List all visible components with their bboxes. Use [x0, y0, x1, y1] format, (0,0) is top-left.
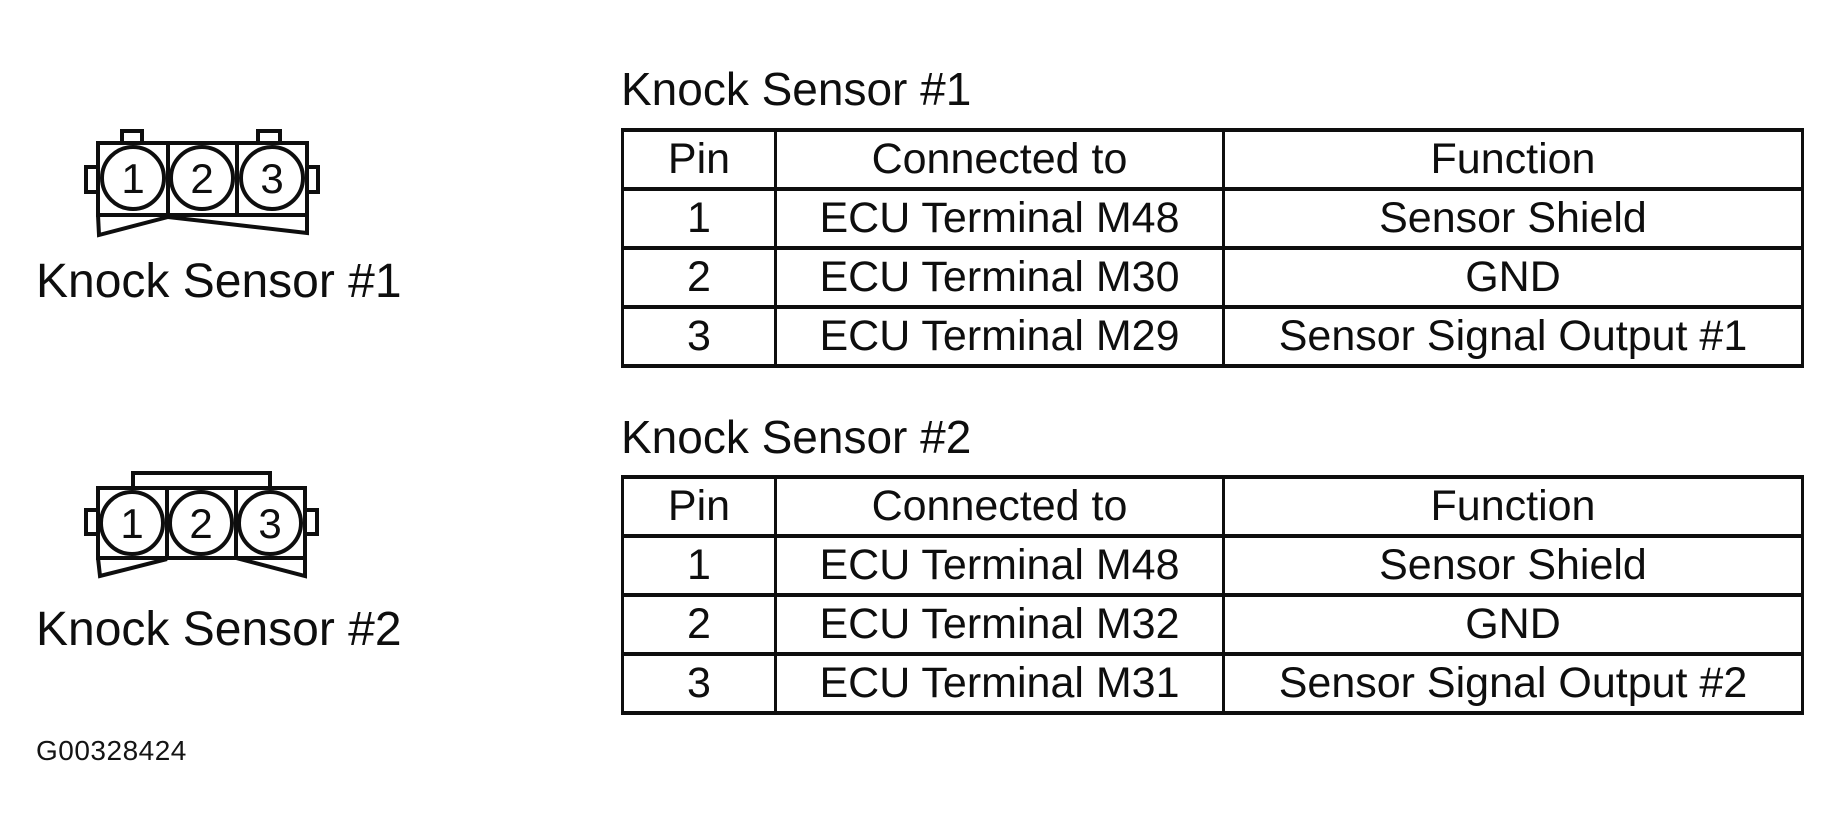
pin-cell: 3: [621, 305, 777, 368]
function-cell: GND: [1222, 246, 1804, 309]
col-header-function: Function: [1222, 475, 1804, 538]
col-header-function: Function: [1222, 128, 1804, 191]
pin-cavity-3: [237, 490, 303, 556]
col-header-pin: Pin: [621, 128, 777, 191]
pin-number: 1: [120, 500, 143, 547]
connected-to-cell: ECU Terminal M48: [774, 187, 1225, 250]
connected-to-cell: ECU Terminal M48: [774, 534, 1225, 597]
table-row: 2 ECU Terminal M30 GND: [621, 246, 1804, 309]
table-2-title: Knock Sensor #2: [621, 411, 972, 463]
pin-cell: 2: [621, 593, 777, 656]
pin-cavity-1: [99, 490, 165, 556]
header-row: Pin Connected to Function: [621, 475, 1804, 538]
connected-to-cell: ECU Terminal M32: [774, 593, 1225, 656]
connector-top-tab-icon: [131, 471, 272, 490]
pin-number: 1: [121, 155, 144, 202]
pin-number: 2: [189, 500, 212, 547]
pin-table-2: Pin Connected to Function 1 ECU Terminal…: [621, 475, 1804, 715]
connector-1-label: Knock Sensor #1: [36, 255, 402, 308]
connector-wing-right-icon: [235, 556, 307, 579]
col-header-connected-to: Connected to: [774, 475, 1225, 538]
function-cell: Sensor Signal Output #2: [1222, 652, 1804, 715]
connector-wing-left-icon: [96, 214, 169, 238]
figure-code: G00328424: [36, 735, 187, 766]
function-cell: Sensor Signal Output #1: [1222, 305, 1804, 368]
col-header-pin: Pin: [621, 475, 777, 538]
table-row: 1 ECU Terminal M48 Sensor Shield: [621, 187, 1804, 250]
pin-number: 3: [258, 500, 281, 547]
pin-cell: 2: [621, 246, 777, 309]
pin-number: 3: [260, 155, 283, 202]
pin-cavity-2: [168, 490, 234, 556]
col-header-connected-to: Connected to: [774, 128, 1225, 191]
pin-cavity-3: [239, 145, 305, 211]
pin-cavity-2: [169, 145, 235, 211]
table-row: 1 ECU Terminal M48 Sensor Shield: [621, 534, 1804, 597]
table-row: 2 ECU Terminal M32 GND: [621, 593, 1804, 656]
connector-wing-right-icon: [167, 215, 309, 236]
table-row: 3 ECU Terminal M31 Sensor Signal Output …: [621, 652, 1804, 715]
pin-cell: 1: [621, 534, 777, 597]
header-row: Pin Connected to Function: [621, 128, 1804, 191]
table-1-title: Knock Sensor #1: [621, 63, 972, 115]
pin-cell: 3: [621, 652, 777, 715]
function-cell: Sensor Shield: [1222, 534, 1804, 597]
function-cell: Sensor Shield: [1222, 187, 1804, 250]
function-cell: GND: [1222, 593, 1804, 656]
connector-diagram-1: 1 2 3: [84, 129, 320, 238]
table-row: 3 ECU Terminal M29 Sensor Signal Output …: [621, 305, 1804, 368]
pin-cell: 1: [621, 187, 777, 250]
connector-diagram-2: 1 2 3: [84, 471, 319, 579]
pin-number: 2: [190, 155, 213, 202]
pin-table-1: Pin Connected to Function 1 ECU Terminal…: [621, 128, 1804, 368]
connected-to-cell: ECU Terminal M29: [774, 305, 1225, 368]
connected-to-cell: ECU Terminal M30: [774, 246, 1225, 309]
pin-cavity-1: [100, 145, 166, 211]
connected-to-cell: ECU Terminal M31: [774, 652, 1225, 715]
connector-wing-left-icon: [96, 557, 168, 579]
connector-2-label: Knock Sensor #2: [36, 603, 402, 656]
